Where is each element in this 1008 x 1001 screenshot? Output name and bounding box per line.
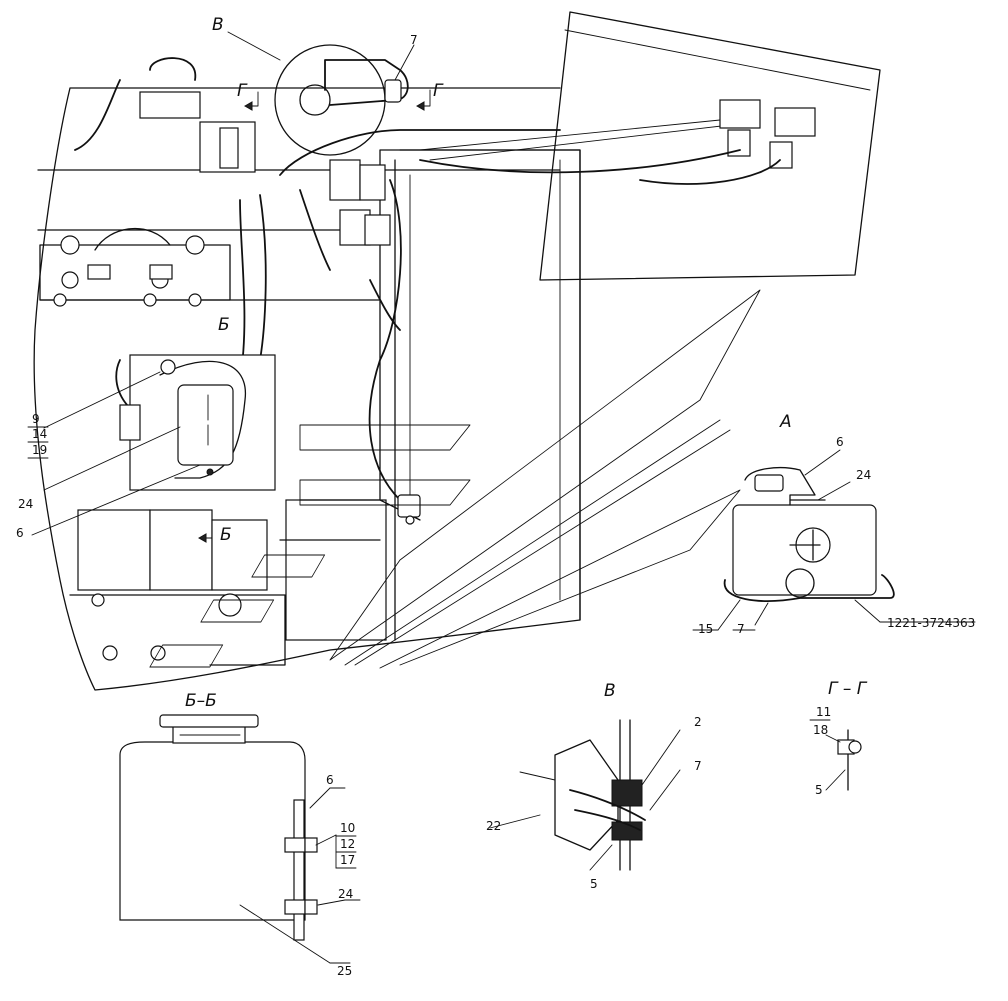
- labels: В Г Г Б Б А Б–Б В Г – Г 7 9 14 19 24 6 6…: [16, 15, 975, 978]
- connector-1: [719, 99, 761, 129]
- washer-pump: [177, 384, 234, 466]
- section-title-bb: Б–Б: [185, 691, 217, 711]
- callout-bb-12: 12: [340, 837, 355, 851]
- callout-9: 9: [32, 412, 40, 426]
- relay-2: [359, 164, 386, 201]
- detail-v: [489, 719, 681, 871]
- callout-v-22: 22: [486, 819, 501, 833]
- connector-2: [774, 107, 816, 137]
- callout-6-main: 6: [16, 526, 24, 540]
- view-label-a: А: [779, 412, 792, 432]
- section-label-g-right: Г: [433, 81, 444, 101]
- view-label-v-top: В: [212, 15, 224, 35]
- callout-a-24: 24: [856, 468, 871, 482]
- section-gg: [825, 729, 862, 791]
- callout-a-part-number: 1221-3724363: [887, 616, 975, 630]
- callout-7-top: 7: [410, 33, 418, 47]
- callout-bb-10: 10: [340, 821, 355, 835]
- view-label-v-detail: В: [604, 681, 616, 701]
- relay-1: [329, 159, 361, 201]
- section-label-g-left: Г: [237, 81, 248, 101]
- filler-cap: [160, 359, 176, 375]
- grommet: [611, 779, 643, 807]
- callout-24-main: 24: [18, 497, 33, 511]
- callout-a-15: 15: [698, 622, 713, 636]
- callout-v-7: 7: [694, 759, 702, 773]
- view-a-detail: [692, 449, 976, 631]
- chevron-logo: [149, 289, 761, 669]
- callout-a-6: 6: [836, 435, 844, 449]
- callout-bb-6: 6: [326, 773, 334, 787]
- section-arrow-b2: Б: [218, 315, 230, 335]
- relay-block: [139, 91, 201, 119]
- callout-bb-17: 17: [340, 853, 355, 867]
- callout-g-5: 5: [815, 783, 823, 797]
- battery-box: [285, 499, 387, 641]
- callout-a-7: 7: [737, 622, 745, 636]
- callout-bb-25: 25: [337, 964, 352, 978]
- section-title-gg: Г – Г: [828, 679, 868, 699]
- main-assembly-view: [31, 11, 881, 691]
- starter-block: [77, 509, 151, 591]
- callout-v-5: 5: [590, 877, 598, 891]
- section-arrow-b: Б: [220, 525, 232, 545]
- callout-19: 19: [32, 443, 47, 457]
- callout-14: 14: [32, 427, 47, 441]
- section-bb: [119, 714, 361, 964]
- cylinder-head: [39, 227, 231, 307]
- callout-g-11: 11: [816, 705, 831, 719]
- relay-4: [364, 214, 391, 246]
- callout-v-2: 2: [694, 715, 702, 729]
- callout-g-18: 18: [813, 723, 828, 737]
- callout-bb-24: 24: [338, 887, 353, 901]
- cab-panel: [539, 11, 881, 281]
- tank-bb: [119, 741, 306, 921]
